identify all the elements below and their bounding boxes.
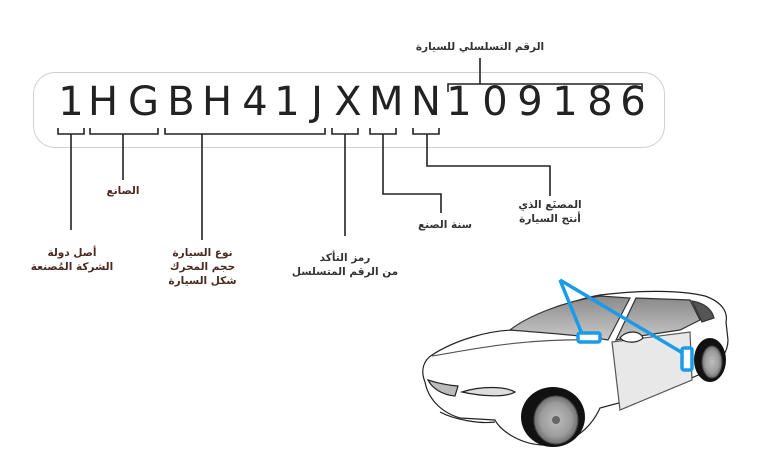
vin-char-13: 0 (482, 79, 508, 125)
label-plant-line1: المصنَع الذي (518, 199, 582, 211)
vin-char-11: N (411, 79, 441, 125)
vin-char-2: H (88, 79, 119, 125)
vin-display-box (33, 72, 665, 148)
label-engine-size: حجم المحرك (169, 261, 236, 273)
vin-char-14: 9 (517, 79, 543, 125)
vin-char-6: 4 (242, 79, 268, 125)
label-check-digit-line2: من الرقم المتسلسل (291, 266, 399, 278)
rear-wheel (694, 338, 726, 382)
label-plant-line2: أنتج السيارة (519, 213, 581, 225)
vin-char-7: 1 (274, 79, 300, 125)
label-manufacturer: الصانع (106, 185, 140, 197)
pointer-line-windshield (558, 279, 584, 335)
front-wheel (521, 387, 585, 447)
vin-char-15: 1 (552, 79, 578, 125)
vin-char-1: 1 (58, 79, 84, 125)
label-check-digit: رمز التأكد من الرقم المتسلسل (290, 251, 400, 279)
pointer-line-door (559, 278, 687, 357)
serial-bracket (447, 83, 643, 92)
label-vehicle-attributes: نوع السيارة حجم المحرك شكل السيارة (160, 246, 245, 288)
vin-char-10: M (369, 79, 404, 125)
label-country-origin: أصل دولة الشركة المُصنعة (22, 246, 122, 274)
vin-char-12: 1 (446, 79, 472, 125)
label-assembly-plant: المصنَع الذي أنتج السيارة (505, 198, 595, 226)
label-body-style: شكل السيارة (168, 275, 237, 287)
label-serial-number: الرقم التسلسلي للسيارة (415, 41, 545, 53)
windshield-vin-marker (576, 331, 602, 344)
label-country-origin-line1: أصل دولة (47, 247, 97, 259)
vin-location-indicators (558, 278, 694, 372)
label-country-origin-line2: الشركة المُصنعة (30, 261, 114, 273)
car-body (422, 290, 729, 446)
vin-char-8: J (311, 79, 323, 125)
label-check-digit-line1: رمز التأكد (319, 252, 371, 264)
vin-char-4: B (167, 79, 195, 125)
label-model-year: سنة الصنع (418, 219, 472, 231)
vin-char-16: 8 (587, 79, 613, 125)
vin-char-5: H (202, 79, 233, 125)
door-jamb-vin-marker (680, 346, 694, 372)
vin-char-9: X (334, 79, 362, 125)
vin-char-3: G (128, 79, 159, 125)
label-vehicle-type: نوع السيارة (172, 247, 233, 259)
